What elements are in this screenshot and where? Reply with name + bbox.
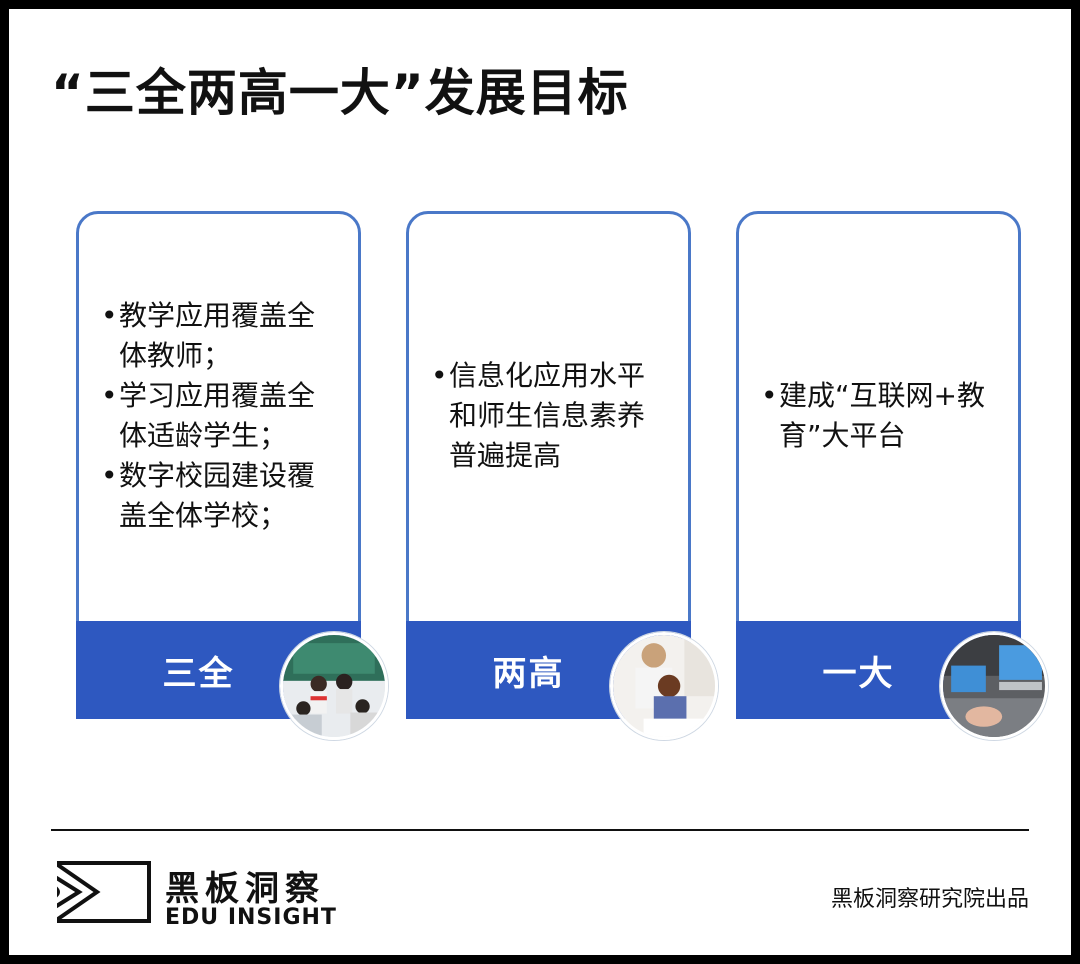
card-body: • 教学应用覆盖全体教师； • 学习应用覆盖全体适龄学生； • 数字校园建设覆盖… — [79, 214, 358, 618]
brand-name-en: EDU INSIGHT — [165, 905, 337, 930]
bullet-item: • 教学应用覆盖全体教师； — [101, 296, 338, 376]
goal-card-yi-da: • 建成“互联网+教育”大平台 一大 — [736, 211, 1048, 740]
goal-card-liang-gao: • 信息化应用水平和师生信息素养普遍提高 两高 — [406, 211, 718, 740]
teacher-student-photo — [610, 632, 718, 740]
card-label: 两高 — [492, 653, 565, 694]
card-label: 三全 — [162, 653, 235, 694]
card-body: • 建成“互联网+教育”大平台 — [739, 214, 1018, 618]
laptop-class-photo — [940, 632, 1048, 740]
bullet-text: 建成“互联网+教育”大平台 — [779, 379, 985, 452]
page-title: “三全两高一大”发展目标 — [51, 64, 629, 122]
eye-logo-icon — [53, 861, 151, 927]
bullet-text: 数字校园建设覆盖全体学校； — [119, 459, 316, 532]
bullet-text: 信息化应用水平和师生信息素养普遍提高 — [449, 359, 646, 472]
bullet-item: • 学习应用覆盖全体适龄学生； — [101, 376, 338, 456]
bullet-item: • 信息化应用水平和师生信息素养普遍提高 — [431, 356, 668, 476]
goal-card-san-quan: • 教学应用覆盖全体教师； • 学习应用覆盖全体适龄学生； • 数字校园建设覆盖… — [76, 211, 388, 740]
bullet-text: 教学应用覆盖全体教师； — [119, 299, 316, 372]
card-body: • 信息化应用水平和师生信息素养普遍提高 — [409, 214, 688, 618]
bullet-text: 学习应用覆盖全体适龄学生； — [119, 379, 316, 452]
brand-name-cn: 黑板洞察 — [165, 869, 325, 909]
credit-text: 黑板洞察研究院出品 — [830, 887, 1029, 912]
footer-divider — [51, 829, 1029, 831]
bullet-item: • 建成“互联网+教育”大平台 — [761, 376, 998, 456]
card-label: 一大 — [822, 653, 895, 694]
bullet-item: • 数字校园建设覆盖全体学校； — [101, 456, 338, 536]
classroom-photo — [280, 632, 388, 740]
